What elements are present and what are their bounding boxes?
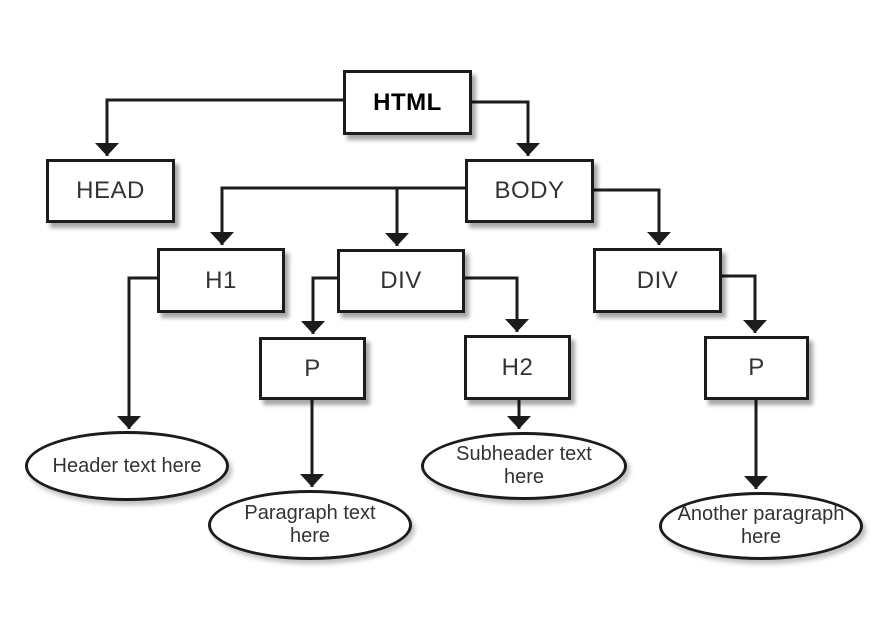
leaf-paragraph-text: Paragraph text here	[208, 490, 412, 560]
leaf-subheader-text: Subheader text here	[421, 432, 627, 500]
node-h1-label: H1	[205, 266, 237, 294]
node-body-label: BODY	[494, 177, 565, 204]
node-p-2: P	[704, 336, 809, 400]
edge-html-head	[95, 98, 346, 156]
leaf-paragraph-text-label: Paragraph text here	[244, 502, 376, 547]
node-div-2: DIV	[593, 248, 722, 313]
node-p-1: P	[259, 337, 366, 400]
node-head-label: HEAD	[76, 177, 145, 204]
edge-div2-p2	[719, 274, 767, 333]
node-html: HTML	[343, 70, 472, 135]
leaf-another-paragraph: Another paragraph here	[659, 492, 863, 560]
leaf-header-text-label: Header text here	[52, 454, 202, 477]
leaf-subheader-text-label: Subheader text here	[456, 443, 592, 488]
node-div-1-label: DIV	[380, 267, 422, 294]
edge-div1-p1	[301, 276, 340, 334]
edge-body-h1	[210, 186, 468, 245]
node-body: BODY	[465, 159, 594, 223]
edge-div1-h2	[462, 276, 529, 332]
leaf-another-paragraph-label: Another paragraph here	[677, 503, 845, 548]
node-h2-label: H2	[501, 353, 534, 381]
node-p-2-label: P	[748, 354, 765, 381]
node-h1: H1	[157, 248, 285, 313]
node-h2: H2	[464, 335, 571, 400]
node-p-1-label: P	[304, 354, 321, 382]
edge-html-body	[469, 100, 540, 156]
node-html-label: HTML	[373, 88, 442, 116]
node-head: HEAD	[46, 159, 175, 223]
node-div-1: DIV	[337, 249, 465, 313]
leaf-header-text: Header text here	[25, 431, 229, 501]
node-div-2-label: DIV	[636, 266, 679, 294]
edge-h1-header-text	[117, 276, 160, 429]
edge-body-div2	[591, 188, 671, 245]
